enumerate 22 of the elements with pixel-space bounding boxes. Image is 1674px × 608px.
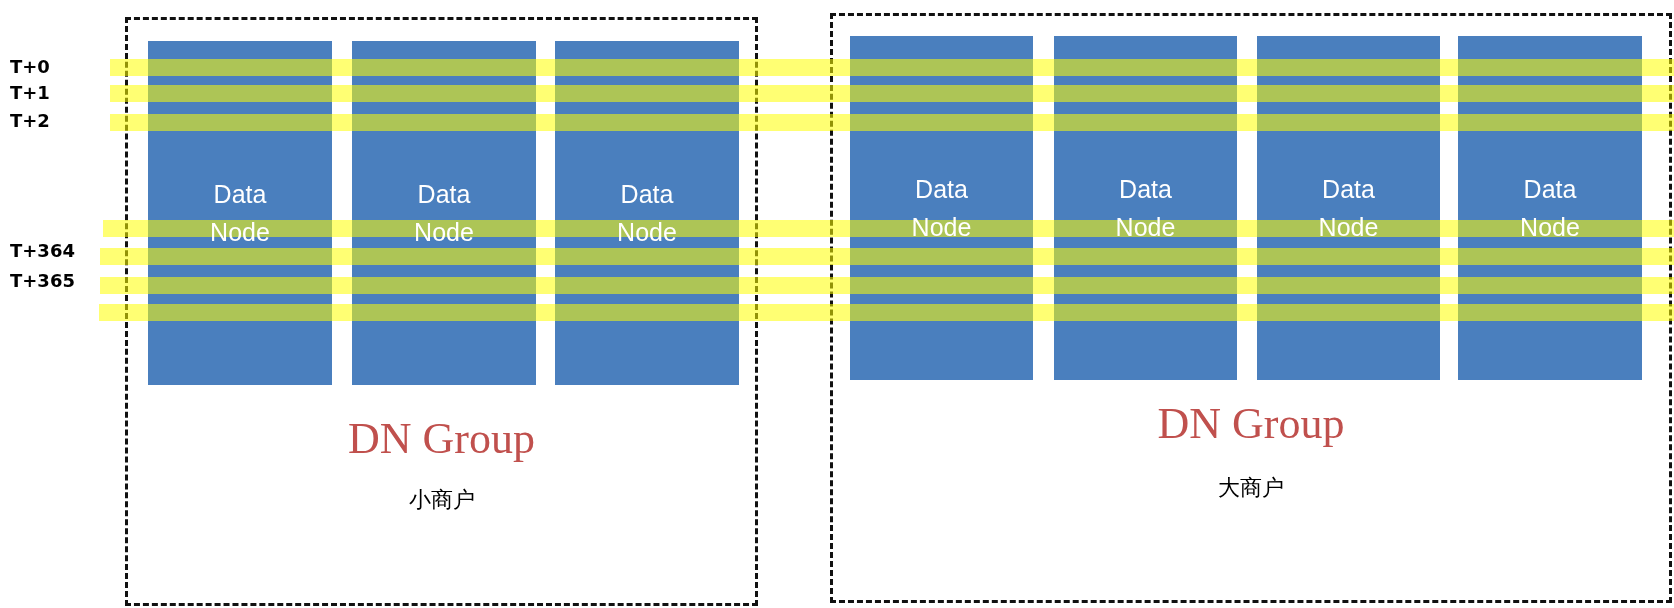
dashed-group-frame xyxy=(125,17,758,606)
group-subtitle: 大商户 xyxy=(1217,474,1285,502)
group-title: DN Group xyxy=(1156,398,1346,449)
data-node-block xyxy=(148,41,332,385)
group-title: DN Group xyxy=(347,413,536,464)
node-label: Data Node xyxy=(1317,174,1380,243)
group-subtitle: 小商户 xyxy=(407,486,476,514)
data-node-block xyxy=(555,41,739,385)
node-label: Data Node xyxy=(1519,174,1581,243)
data-node-block xyxy=(1054,36,1237,380)
node-label: Data Node xyxy=(1114,174,1177,243)
data-node-block xyxy=(850,36,1033,380)
time-label: T+2 xyxy=(10,110,50,131)
data-node-block xyxy=(1257,36,1440,380)
time-label: T+1 xyxy=(10,82,50,103)
time-label: T+364 xyxy=(10,240,75,261)
dashed-group-frame xyxy=(830,13,1672,603)
time-label: T+365 xyxy=(10,270,75,291)
data-node-block xyxy=(1458,36,1642,380)
node-label: Data Node xyxy=(910,174,973,243)
time-label: T+0 xyxy=(10,56,50,77)
data-node-block xyxy=(352,41,536,385)
